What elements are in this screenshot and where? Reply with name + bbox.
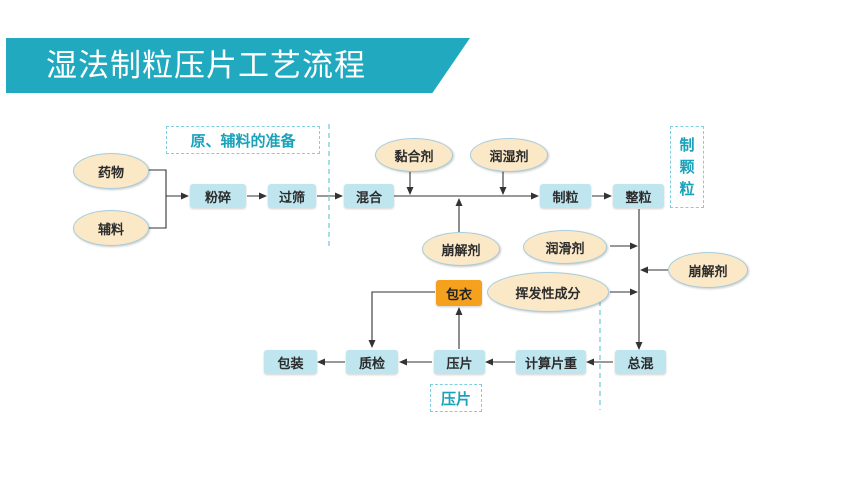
arrow-fuliao [145, 196, 167, 229]
node-fuliao: 辅料 [73, 210, 149, 246]
node-runshiji: 润湿剂 [470, 138, 548, 172]
node-baoyi: 包衣 [436, 280, 482, 306]
node-benjieji-2: 崩解剂 [668, 252, 748, 288]
node-yaowu: 药物 [73, 153, 149, 189]
node-baozhuang: 包装 [264, 350, 317, 374]
node-zhili: 制粒 [540, 184, 591, 208]
node-jisuan: 计算片重 [516, 350, 586, 374]
node-runhuaji: 润滑剂 [523, 230, 607, 264]
node-zhijian: 质检 [346, 350, 398, 374]
arrow-yaowu [145, 169, 167, 196]
node-yapian: 压片 [434, 350, 485, 374]
node-zhengli: 整粒 [613, 184, 664, 208]
zone-granulate-char-2: 颗 [679, 158, 695, 176]
node-hunhe: 混合 [344, 184, 394, 208]
zone-prep-label: 原、辅料的准备 [166, 126, 320, 154]
banner-edge [0, 38, 6, 93]
node-huifaxing: 挥发性成分 [487, 272, 609, 312]
arrow-baoyi-zhijian [368, 291, 435, 348]
zone-granulate-char-1: 制 [679, 136, 695, 154]
node-zonghun: 总混 [615, 350, 666, 374]
page-title: 湿法制粒压片工艺流程 [46, 48, 366, 84]
node-benjieji-1: 崩解剂 [422, 232, 500, 266]
zone-granulate-label: 制 颗 粒 [670, 126, 704, 208]
zone-press-label: 压片 [430, 384, 482, 412]
node-guoshai: 过筛 [268, 184, 316, 208]
title-banner [0, 38, 470, 93]
zone-granulate-char-3: 粒 [679, 180, 695, 198]
node-niangheji: 黏合剂 [375, 138, 453, 172]
node-fensui: 粉碎 [190, 184, 246, 208]
